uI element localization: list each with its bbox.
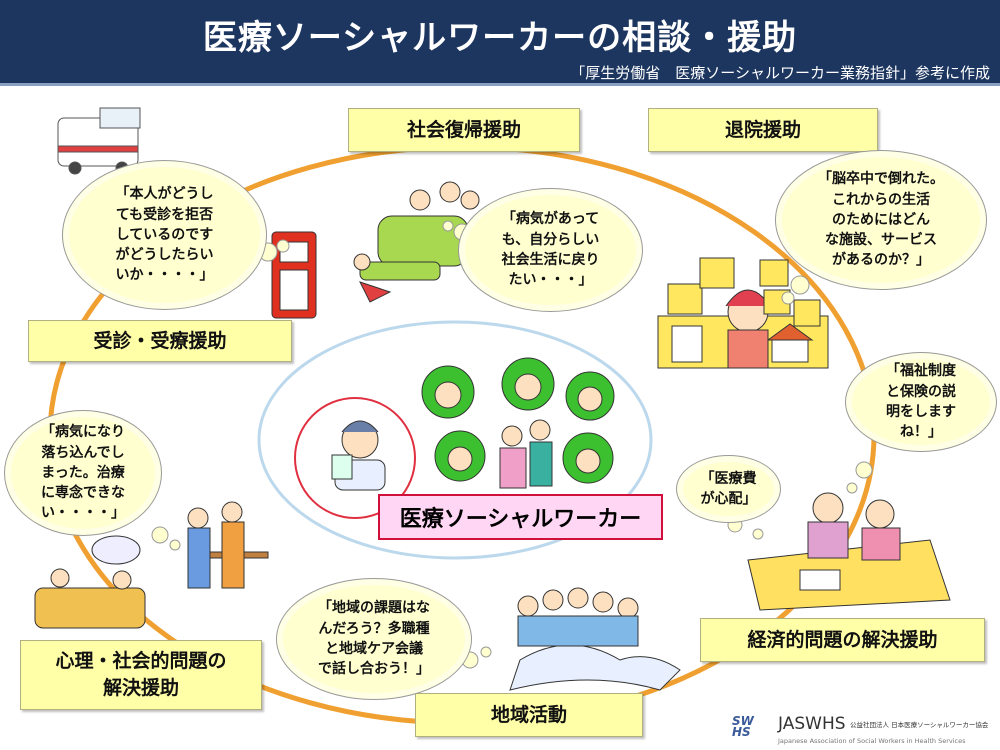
facilities-icon	[657, 257, 829, 369]
category-community: 地域活動	[415, 693, 643, 737]
category-discharge: 退院援助	[648, 108, 878, 152]
speech-cost: 「医療費 が心配」	[676, 455, 781, 523]
page-subtitle: 「厚生労働省 医療ソーシャルワーカー業務指針」参考に作成	[570, 64, 990, 82]
category-psychosocial: 心理・社会的問題の 解決援助	[20, 640, 262, 710]
medical-social-worker-label: 医療ソーシャルワーカー	[378, 494, 663, 540]
category-economic: 経済的問題の解決援助	[700, 618, 985, 662]
msw-figure-icon	[331, 420, 386, 491]
ambulance-icon	[57, 107, 141, 175]
speech-refuse: 「本人がどうし ても受診を拒否 しているのです がどうしたらい いか・・・・」	[62, 160, 267, 310]
community-meeting-icon	[509, 587, 681, 691]
speech-stroke: 「脳卒中で倒れた。 これからの生活 のためにはどん な施設、サービス があるのか…	[775, 150, 987, 290]
org-japanese-name: 公益社団法人 日本医療ソーシャルワーカー協会	[850, 721, 989, 729]
speech-community: 「地域の課題はな んだろう？多職種 と地域ケア会議 で話し合おう！」	[276, 578, 472, 700]
page-title: 医療ソーシャルワーカーの相談・援助	[202, 18, 798, 58]
category-consultation: 受診・受療援助	[28, 320, 292, 362]
speech-welfare: 「福祉制度 と保険の説 明をします ね！」	[845, 352, 997, 452]
org-short-name: JASWHS	[778, 714, 846, 734]
speech-depressed: 「病気になり 落ち込んでし まった。治療 に専念できな い・・・・」	[4, 410, 162, 536]
org-english-name: Japanese Association of Social Workers i…	[778, 737, 966, 745]
speech-social-life: 「病気があって も、自分らしい 社会生活に戻り たい・・・」	[458, 188, 643, 312]
header-banner: 医療ソーシャルワーカーの相談・援助 「厚生労働省 医療ソーシャルワーカー業務指針…	[0, 0, 1000, 86]
rehab-counseling-icon	[34, 501, 269, 629]
consultation-desk-icon	[747, 492, 951, 611]
patients-group-icon	[421, 357, 615, 489]
msw-circle	[294, 397, 416, 519]
category-social-return: 社会復帰援助	[348, 108, 580, 152]
